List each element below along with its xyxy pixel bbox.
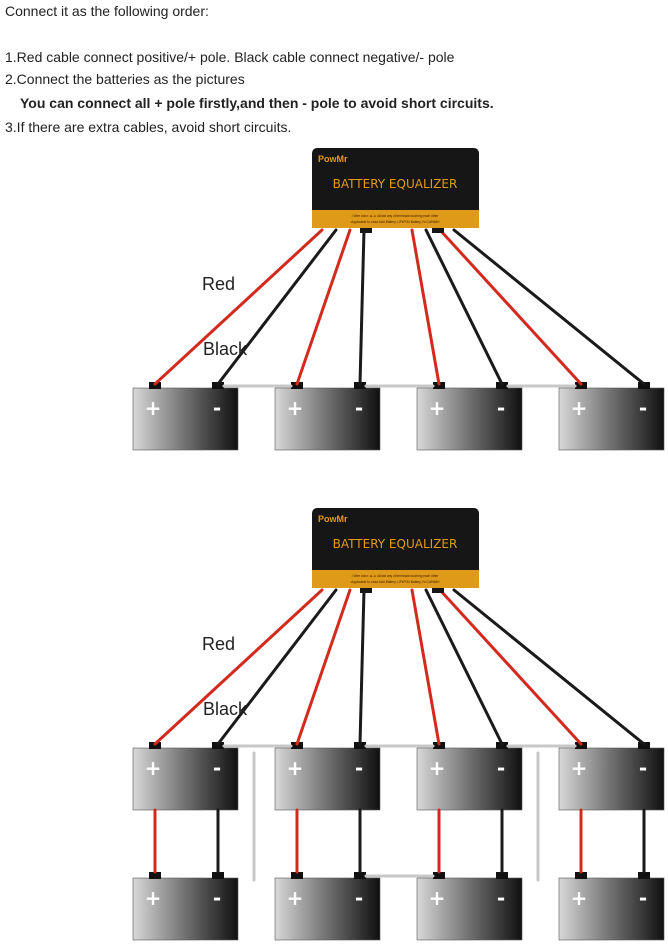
battery-body: [132, 387, 239, 451]
battery-positive-post: [433, 872, 445, 879]
battery-body: [558, 877, 665, 941]
battery-negative-sign: -: [213, 756, 221, 780]
red-cable: [410, 588, 441, 746]
equalizer-mount-tab: [360, 228, 372, 233]
battery-positive-sign: +: [571, 886, 588, 910]
red-cable-label: Red: [202, 274, 235, 294]
red-cable: [295, 588, 352, 746]
equalizer-mount-tab: [432, 228, 444, 233]
equalizer-info-strip: [312, 570, 479, 588]
black-cable: [216, 588, 338, 746]
battery-negative-post: [638, 872, 650, 879]
red-cable-label: Red: [202, 634, 235, 654]
black-cable-label: Black: [203, 339, 248, 359]
battery-positive-sign: +: [145, 886, 162, 910]
battery-negative-sign: -: [213, 396, 221, 420]
battery-positive-sign: +: [145, 396, 162, 420]
instruction-step-2-note: You can connect all + pole firstly,and t…: [20, 95, 494, 111]
battery-negative-sign: -: [497, 886, 505, 910]
black-cable-label: Black: [203, 699, 248, 719]
battery-body: [416, 387, 523, 451]
battery-negative-sign: -: [639, 756, 647, 780]
black-cable: [424, 588, 504, 746]
battery-positive-sign: +: [429, 886, 446, 910]
instruction-step-2: 2.Connect the batteries as the pictures: [5, 71, 245, 87]
battery-negative-sign: -: [355, 756, 363, 780]
battery-bank: + - + - + - + -: [132, 382, 665, 451]
battery-positive-post: [149, 872, 161, 879]
black-cable: [424, 228, 504, 386]
battery-negative-sign: -: [639, 886, 647, 910]
battery-negative-post: [496, 872, 508, 879]
equalizer-fine-print: •Applicable to Lead Acid Battery, LiFePO…: [351, 220, 441, 224]
battery-body: [274, 877, 381, 941]
battery-negative-sign: -: [355, 396, 363, 420]
battery-body: [558, 747, 665, 811]
equalizer-mount-tab: [432, 588, 444, 593]
battery-body: [132, 877, 239, 941]
battery-positive-post: [291, 872, 303, 879]
red-cable: [153, 588, 324, 746]
battery-body: [416, 747, 523, 811]
battery-negative-post: [212, 872, 224, 879]
battery-negative-sign: -: [639, 396, 647, 420]
battery-bank: + - + - + - + - + - + - + - + -: [132, 742, 665, 941]
equalizer-info-strip: [312, 210, 479, 228]
equalizer-body: [312, 508, 479, 588]
battery-positive-post: [149, 382, 161, 389]
equalizer-brand-logo: PowMr: [318, 514, 348, 524]
battery-body: [274, 747, 381, 811]
battery-positive-sign: +: [571, 396, 588, 420]
black-cable: [358, 228, 366, 386]
equalizer-title: BATTERY EQUALIZER: [333, 177, 458, 191]
battery-positive-sign: +: [571, 756, 588, 780]
battery-positive-post: [149, 742, 161, 749]
battery-positive-sign: +: [429, 396, 446, 420]
red-cable: [438, 228, 583, 386]
battery-body: [416, 877, 523, 941]
equalizer-body: [312, 148, 479, 228]
equalizer-fine-print: •Applicable to Lead Acid Battery, LiFePO…: [351, 580, 441, 584]
red-cable: [438, 588, 583, 746]
battery-negative-post: [638, 742, 650, 749]
equalizer-mount-tab: [360, 588, 372, 593]
battery-negative-sign: -: [355, 886, 363, 910]
battery-negative-post: [354, 382, 366, 389]
battery-body: [132, 747, 239, 811]
battery-negative-sign: -: [213, 886, 221, 910]
battery-body: [274, 387, 381, 451]
black-cable: [216, 228, 338, 386]
battery-positive-sign: +: [429, 756, 446, 780]
battery-positive-sign: +: [287, 886, 304, 910]
equalizer-fine-print: • Wire color: ⊕-⊖ •Avoid any of terminal…: [352, 214, 440, 218]
battery-body: [558, 387, 665, 451]
battery-negative-post: [638, 382, 650, 389]
battery-negative-post: [354, 742, 366, 749]
battery-negative-sign: -: [497, 396, 505, 420]
black-cable: [358, 588, 366, 746]
black-cable: [452, 228, 646, 386]
battery-negative-post: [354, 872, 366, 879]
black-cable: [452, 588, 646, 746]
battery-positive-sign: +: [287, 756, 304, 780]
equalizer-title: BATTERY EQUALIZER: [333, 537, 458, 551]
red-cable: [295, 228, 352, 386]
equalizer-fine-print: • Wire color: ⊕-⊖ •Avoid any of terminal…: [352, 574, 440, 578]
battery-positive-sign: +: [145, 756, 162, 780]
red-cable: [410, 228, 441, 386]
equalizer-brand-logo: PowMr: [318, 154, 348, 164]
battery-positive-post: [575, 872, 587, 879]
instructions-heading: Connect it as the following order:: [5, 3, 209, 19]
instruction-step-3: 3.If there are extra cables, avoid short…: [5, 119, 292, 135]
battery-negative-sign: -: [497, 756, 505, 780]
instruction-step-1: 1.Red cable connect positive/+ pole. Bla…: [5, 49, 455, 65]
battery-positive-sign: +: [287, 396, 304, 420]
red-cable: [153, 228, 324, 386]
